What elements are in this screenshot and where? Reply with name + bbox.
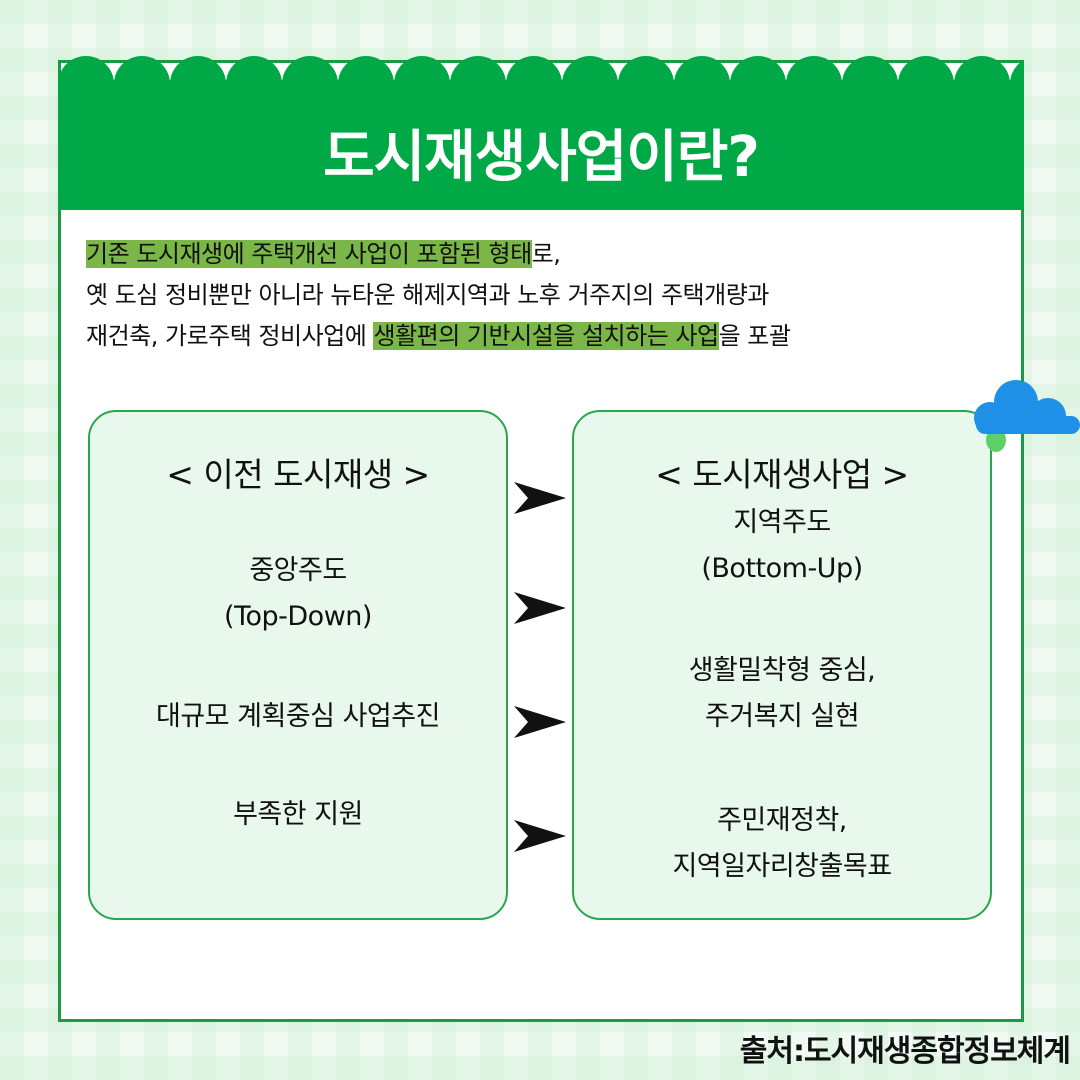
before-item-3: 부족한 지원	[233, 799, 363, 830]
intro-highlight-1: 기존 도시재생에 주택개선 사업이 포함된 형태	[86, 240, 532, 268]
page-title: 도시재생사업이란?	[323, 125, 760, 190]
cloud-icon	[974, 380, 1080, 452]
after-box: < 도시재생사업 > 지역주도 (Bottom-Up) 생활밀착형 중심, 주거…	[572, 410, 992, 920]
intro-line-3: 재건축, 가로주택 정비사업에 생활편의 기반시설을 설치하는 사업을 포괄	[86, 322, 791, 350]
after-item-1: 지역주도 (Bottom-Up)	[701, 507, 863, 584]
intro-text: 기존 도시재생에 주택개선 사업이 포함된 형태로, 옛 도심 정비뿐만 아니라…	[86, 234, 1006, 357]
before-title: < 이전 도시재생 >	[166, 455, 430, 494]
arrow-right-icon	[514, 706, 566, 738]
intro-line-2: 옛 도심 정비뿐만 아니라 뉴타운 해제지역과 노후 거주지의 주택개량과	[86, 281, 769, 309]
arrow-right-icon	[514, 592, 566, 624]
after-title: < 도시재생사업 >	[655, 455, 909, 494]
intro-line-1: 기존 도시재생에 주택개선 사업이 포함된 형태로,	[86, 240, 561, 268]
after-item-2: 생활밀착형 중심, 주거복지 실현	[688, 655, 876, 732]
header-banner	[58, 80, 1024, 210]
before-item-2: 대규모 계획중심 사업추진	[156, 701, 440, 732]
source-credit: 출처:도시재생종합정보체계	[739, 1034, 1071, 1069]
arrow-right-icon	[514, 482, 566, 514]
intro-highlight-2: 생활편의 기반시설을 설치하는 사업	[373, 322, 719, 350]
before-item-1: 중앙주도 (Top-Down)	[224, 555, 372, 632]
before-box: < 이전 도시재생 > 중앙주도 (Top-Down) 대규모 계획중심 사업추…	[88, 410, 508, 920]
after-item-3: 주민재정착, 지역일자리창출목표	[672, 805, 892, 882]
arrow-right-icon	[514, 820, 566, 852]
